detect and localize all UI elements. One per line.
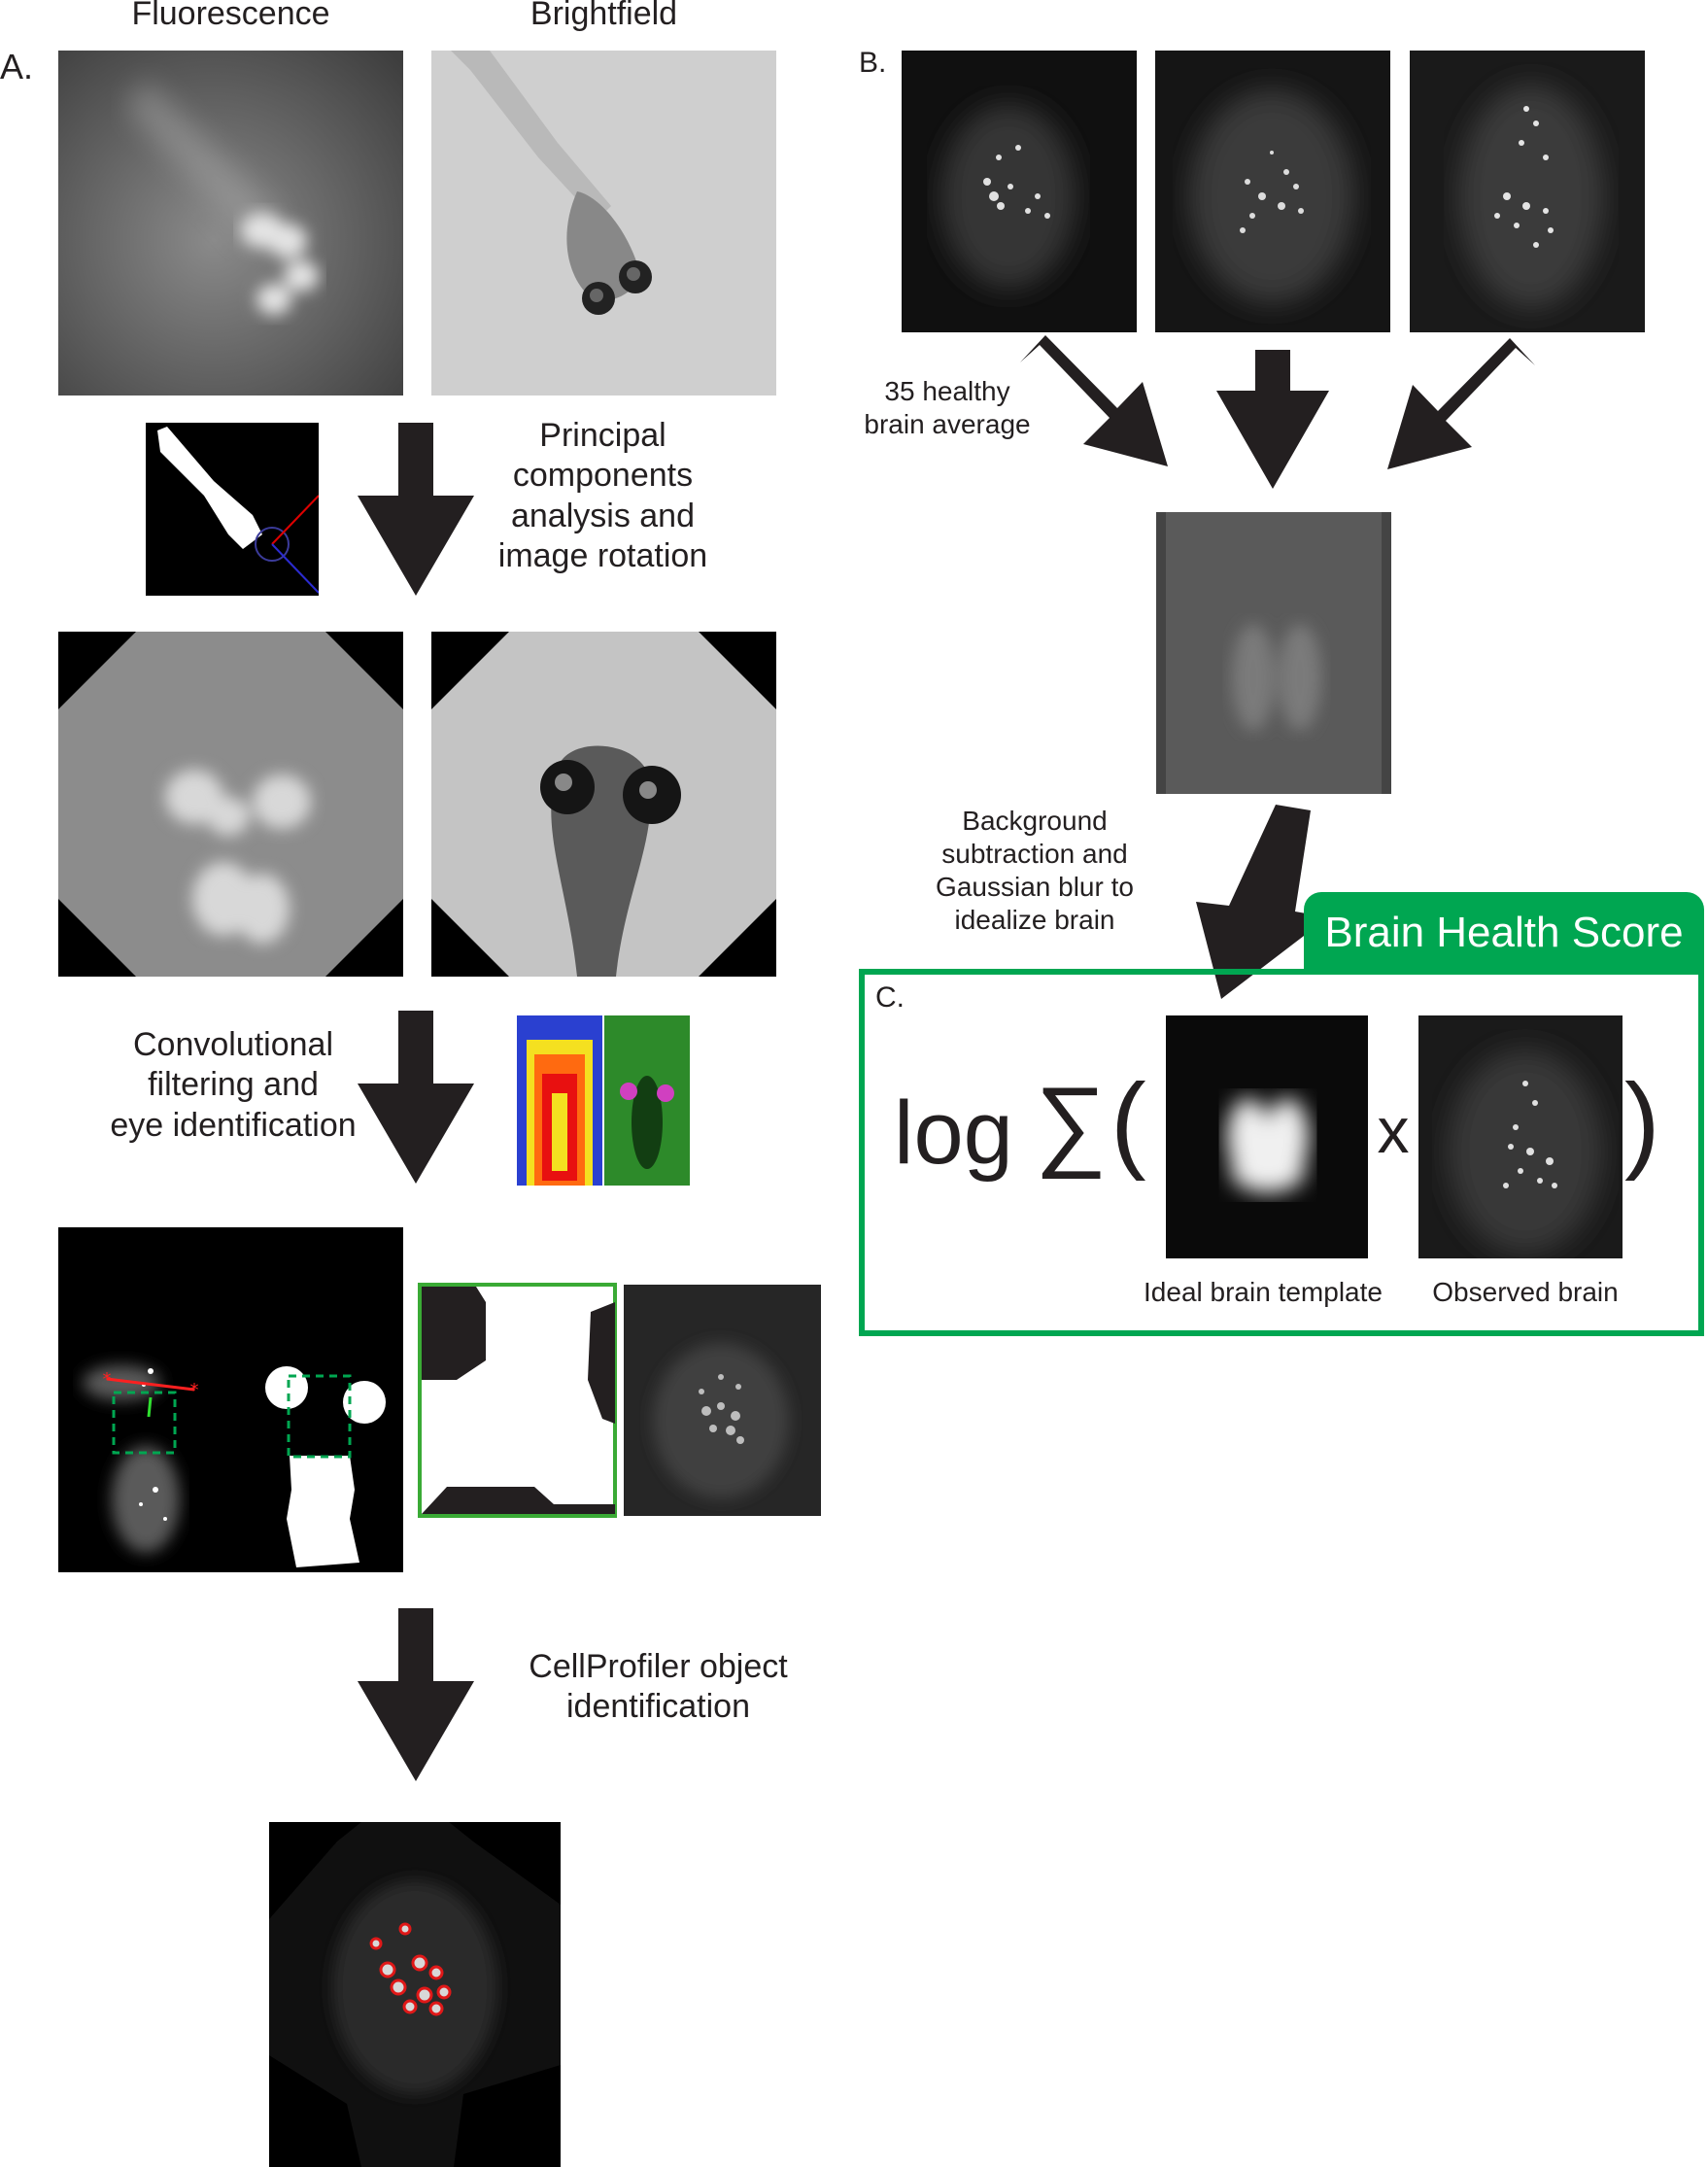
- column-title-brightfield: Brightfield: [529, 0, 678, 32]
- panel-label-b: B.: [859, 47, 887, 79]
- arrow-diag-right: [1020, 335, 1176, 471]
- cellprofiler-objects-image: [269, 1822, 561, 2167]
- cellprofiler-step-label: CellProfiler object identification: [529, 1648, 788, 1726]
- formula-open-paren: (: [1110, 1062, 1146, 1182]
- cropped-fluorescence-image: [624, 1285, 821, 1516]
- svg-text:*: *: [103, 1369, 112, 1390]
- observed-brain-image: [1418, 1015, 1623, 1258]
- panel-label-c: C.: [875, 981, 905, 1014]
- blur-step-label: Background subtraction and Gaussian blur…: [936, 806, 1134, 936]
- healthy-brain-sample-1: [902, 51, 1137, 332]
- arrow-down-a2: [358, 1011, 474, 1186]
- arrow-down-a3: [358, 1608, 474, 1783]
- brain-mask-crop: [418, 1283, 617, 1518]
- average-brain-image: [1156, 512, 1391, 794]
- panel-label-a: A.: [0, 47, 34, 86]
- arrow-diag-left: [1380, 338, 1535, 474]
- healthy-brain-sample-3: [1410, 51, 1645, 332]
- arrow-down-a1: [358, 423, 474, 598]
- arrow-to-template: [1190, 805, 1316, 999]
- brain-health-score-title: Brain Health Score: [1324, 909, 1684, 956]
- formula-sum: ∑: [1035, 1067, 1108, 1180]
- eye-identification-image: * *: [58, 1227, 403, 1572]
- pca-step-label: Principal components analysis and image …: [497, 417, 708, 575]
- formula-times: x: [1377, 1094, 1410, 1166]
- brain-health-score-header: Brain Health Score: [1304, 892, 1704, 974]
- formula-close-paren: ): [1624, 1062, 1660, 1182]
- healthy-average-label: 35 healthy brain average: [864, 376, 1031, 440]
- filter-heatmap-thumbnail: [517, 1015, 690, 1186]
- healthy-brain-sample-2: [1155, 51, 1390, 332]
- rotated-brightfield-image: [431, 632, 776, 977]
- column-title-fluorescence: Fluorescence: [131, 0, 330, 32]
- formula-log: log: [894, 1084, 1013, 1183]
- pca-thumbnail: [146, 423, 319, 596]
- observed-brain-caption: Observed brain: [1432, 1277, 1619, 1307]
- ideal-brain-template-image: [1166, 1015, 1368, 1258]
- rotated-fluorescence-image: [58, 632, 403, 977]
- brain-health-score-box: [859, 969, 1704, 1336]
- raw-brightfield-image: [431, 51, 776, 396]
- svg-text:*: *: [190, 1380, 199, 1400]
- ideal-brain-caption: Ideal brain template: [1144, 1277, 1383, 1307]
- raw-fluorescence-image: [58, 51, 403, 396]
- eye-id-step-label: Convolutional filtering and eye identifi…: [110, 1026, 357, 1144]
- arrow-down-b: [1214, 350, 1331, 491]
